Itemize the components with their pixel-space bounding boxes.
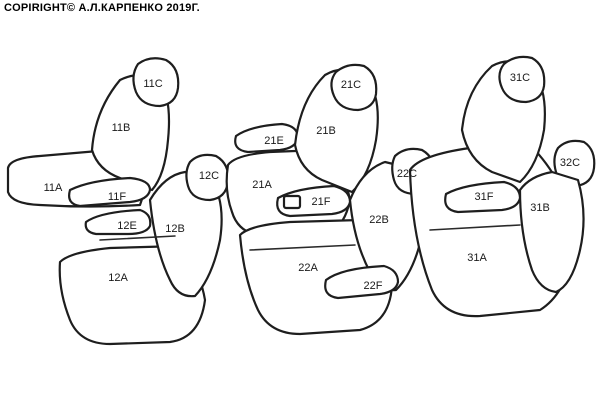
label-12e: 12E: [117, 220, 137, 232]
headrest-12c-shape: [185, 153, 230, 202]
label-22a: 22A: [298, 262, 318, 274]
seat-22b-shape: [348, 160, 425, 292]
label-22c: 22C: [397, 168, 417, 180]
seat-group-1: [6, 57, 230, 346]
label-31b: 31B: [530, 202, 550, 214]
cupholder-icon: [282, 194, 302, 210]
seam-line: [249, 244, 356, 251]
copyright-notice: COPIRIGHT© А.Л.КАРПЕНКО 2019Г.: [4, 2, 200, 14]
label-31f: 31F: [475, 191, 494, 203]
seat-12b-shape: [148, 170, 223, 298]
seat-group-3: [408, 55, 596, 318]
armrest-12e-shape: [84, 208, 152, 236]
label-32c: 32C: [560, 157, 580, 169]
headrest-21c-shape: [330, 63, 378, 112]
label-11c: 11C: [143, 78, 162, 90]
headrest-31c-shape: [498, 55, 546, 104]
label-12b: 12B: [165, 223, 185, 235]
label-21c: 21C: [341, 79, 361, 91]
label-21a: 21A: [252, 179, 272, 191]
label-11f: 11F: [108, 191, 126, 203]
label-11a: 11A: [44, 182, 63, 194]
armrest-22f-shape: [324, 264, 400, 300]
label-21b: 21B: [316, 125, 336, 137]
label-21f: 21F: [312, 196, 331, 208]
label-12c: 12C: [199, 170, 219, 182]
label-31a: 31A: [467, 252, 487, 264]
seam-line: [429, 224, 521, 231]
headrest-11c-shape: [132, 57, 180, 108]
seam-line: [99, 235, 176, 241]
label-11b: 11B: [112, 122, 131, 134]
label-22b: 22B: [369, 214, 389, 226]
seat-group-2: [225, 63, 436, 336]
label-12a: 12A: [108, 272, 128, 284]
label-31c: 31C: [510, 72, 530, 84]
label-22f: 22F: [364, 280, 383, 292]
label-21e: 21E: [264, 135, 284, 147]
seat-32b-shape: [518, 170, 585, 294]
armrest-11f-shape: [68, 176, 152, 208]
label-layer: 11C 11B 11A 11F 12E 12C 12B 12A 21C 21E …: [44, 72, 581, 292]
